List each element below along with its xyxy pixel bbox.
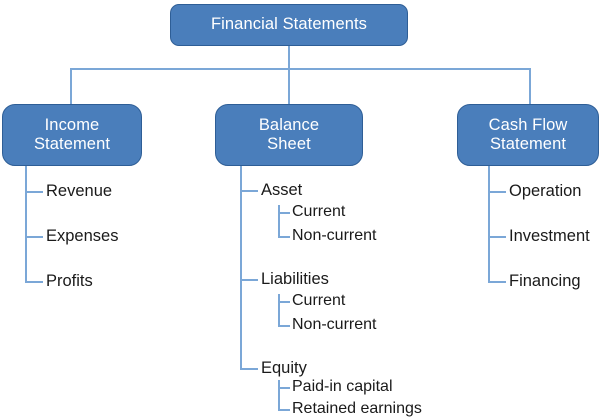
connector-elbow-asset-current xyxy=(278,212,290,214)
leaf-profits[interactable]: Profits xyxy=(46,272,93,290)
connector-trunk-asset xyxy=(278,205,280,237)
connector-trunk-balance xyxy=(240,166,242,369)
leaf-investment[interactable]: Investment xyxy=(509,227,590,245)
connector-trunk-cashflow xyxy=(488,166,490,282)
connector-elbow-liab-noncurrent xyxy=(278,325,290,327)
node-income-statement[interactable]: Income Statement xyxy=(2,104,142,166)
connector-elbow-revenue xyxy=(25,191,43,193)
node-cash-flow-statement[interactable]: Cash Flow Statement xyxy=(457,104,599,166)
connector-trunk-liabilities xyxy=(278,294,280,326)
leaf-expenses[interactable]: Expenses xyxy=(46,227,119,245)
connector-root-stem xyxy=(288,46,290,68)
leaf-asset-current[interactable]: Current xyxy=(292,203,346,220)
leaf-revenue[interactable]: Revenue xyxy=(46,182,113,200)
connector-trunk-income xyxy=(25,166,27,282)
connector-elbow-asset xyxy=(240,190,258,192)
connector-elbow-equity xyxy=(240,368,258,370)
connector-elbow-retained-earnings xyxy=(278,409,290,411)
connector-elbow-liabilities xyxy=(240,279,258,281)
connector-elbow-investment xyxy=(488,236,506,238)
leaf-liabilities[interactable]: Liabilities xyxy=(261,270,329,288)
leaf-asset[interactable]: Asset xyxy=(261,181,303,199)
leaf-liabilities-non-current[interactable]: Non-current xyxy=(292,316,377,333)
connector-elbow-paid-in-capital xyxy=(278,387,290,389)
leaf-financing[interactable]: Financing xyxy=(509,272,581,290)
connector-elbow-financing xyxy=(488,281,506,283)
connector-root-bus xyxy=(70,68,531,70)
leaf-retained-earnings[interactable]: Retained earnings xyxy=(292,400,422,417)
connector-drop-income xyxy=(70,68,72,106)
connector-elbow-profits xyxy=(25,281,43,283)
connector-elbow-asset-noncurrent xyxy=(278,236,290,238)
connector-drop-cashflow xyxy=(529,68,531,106)
leaf-equity[interactable]: Equity xyxy=(261,359,307,377)
connector-elbow-expenses xyxy=(25,236,43,238)
connector-elbow-operation xyxy=(488,191,506,193)
leaf-operation[interactable]: Operation xyxy=(509,182,582,200)
connector-elbow-liab-current xyxy=(278,301,290,303)
node-financial-statements[interactable]: Financial Statements xyxy=(170,4,408,46)
leaf-paid-in-capital[interactable]: Paid-in capital xyxy=(292,378,393,395)
leaf-liabilities-current[interactable]: Current xyxy=(292,292,346,309)
node-balance-sheet[interactable]: Balance Sheet xyxy=(215,104,363,166)
connector-trunk-equity xyxy=(278,380,280,410)
connector-drop-balance xyxy=(288,68,290,106)
leaf-asset-non-current[interactable]: Non-current xyxy=(292,227,377,244)
